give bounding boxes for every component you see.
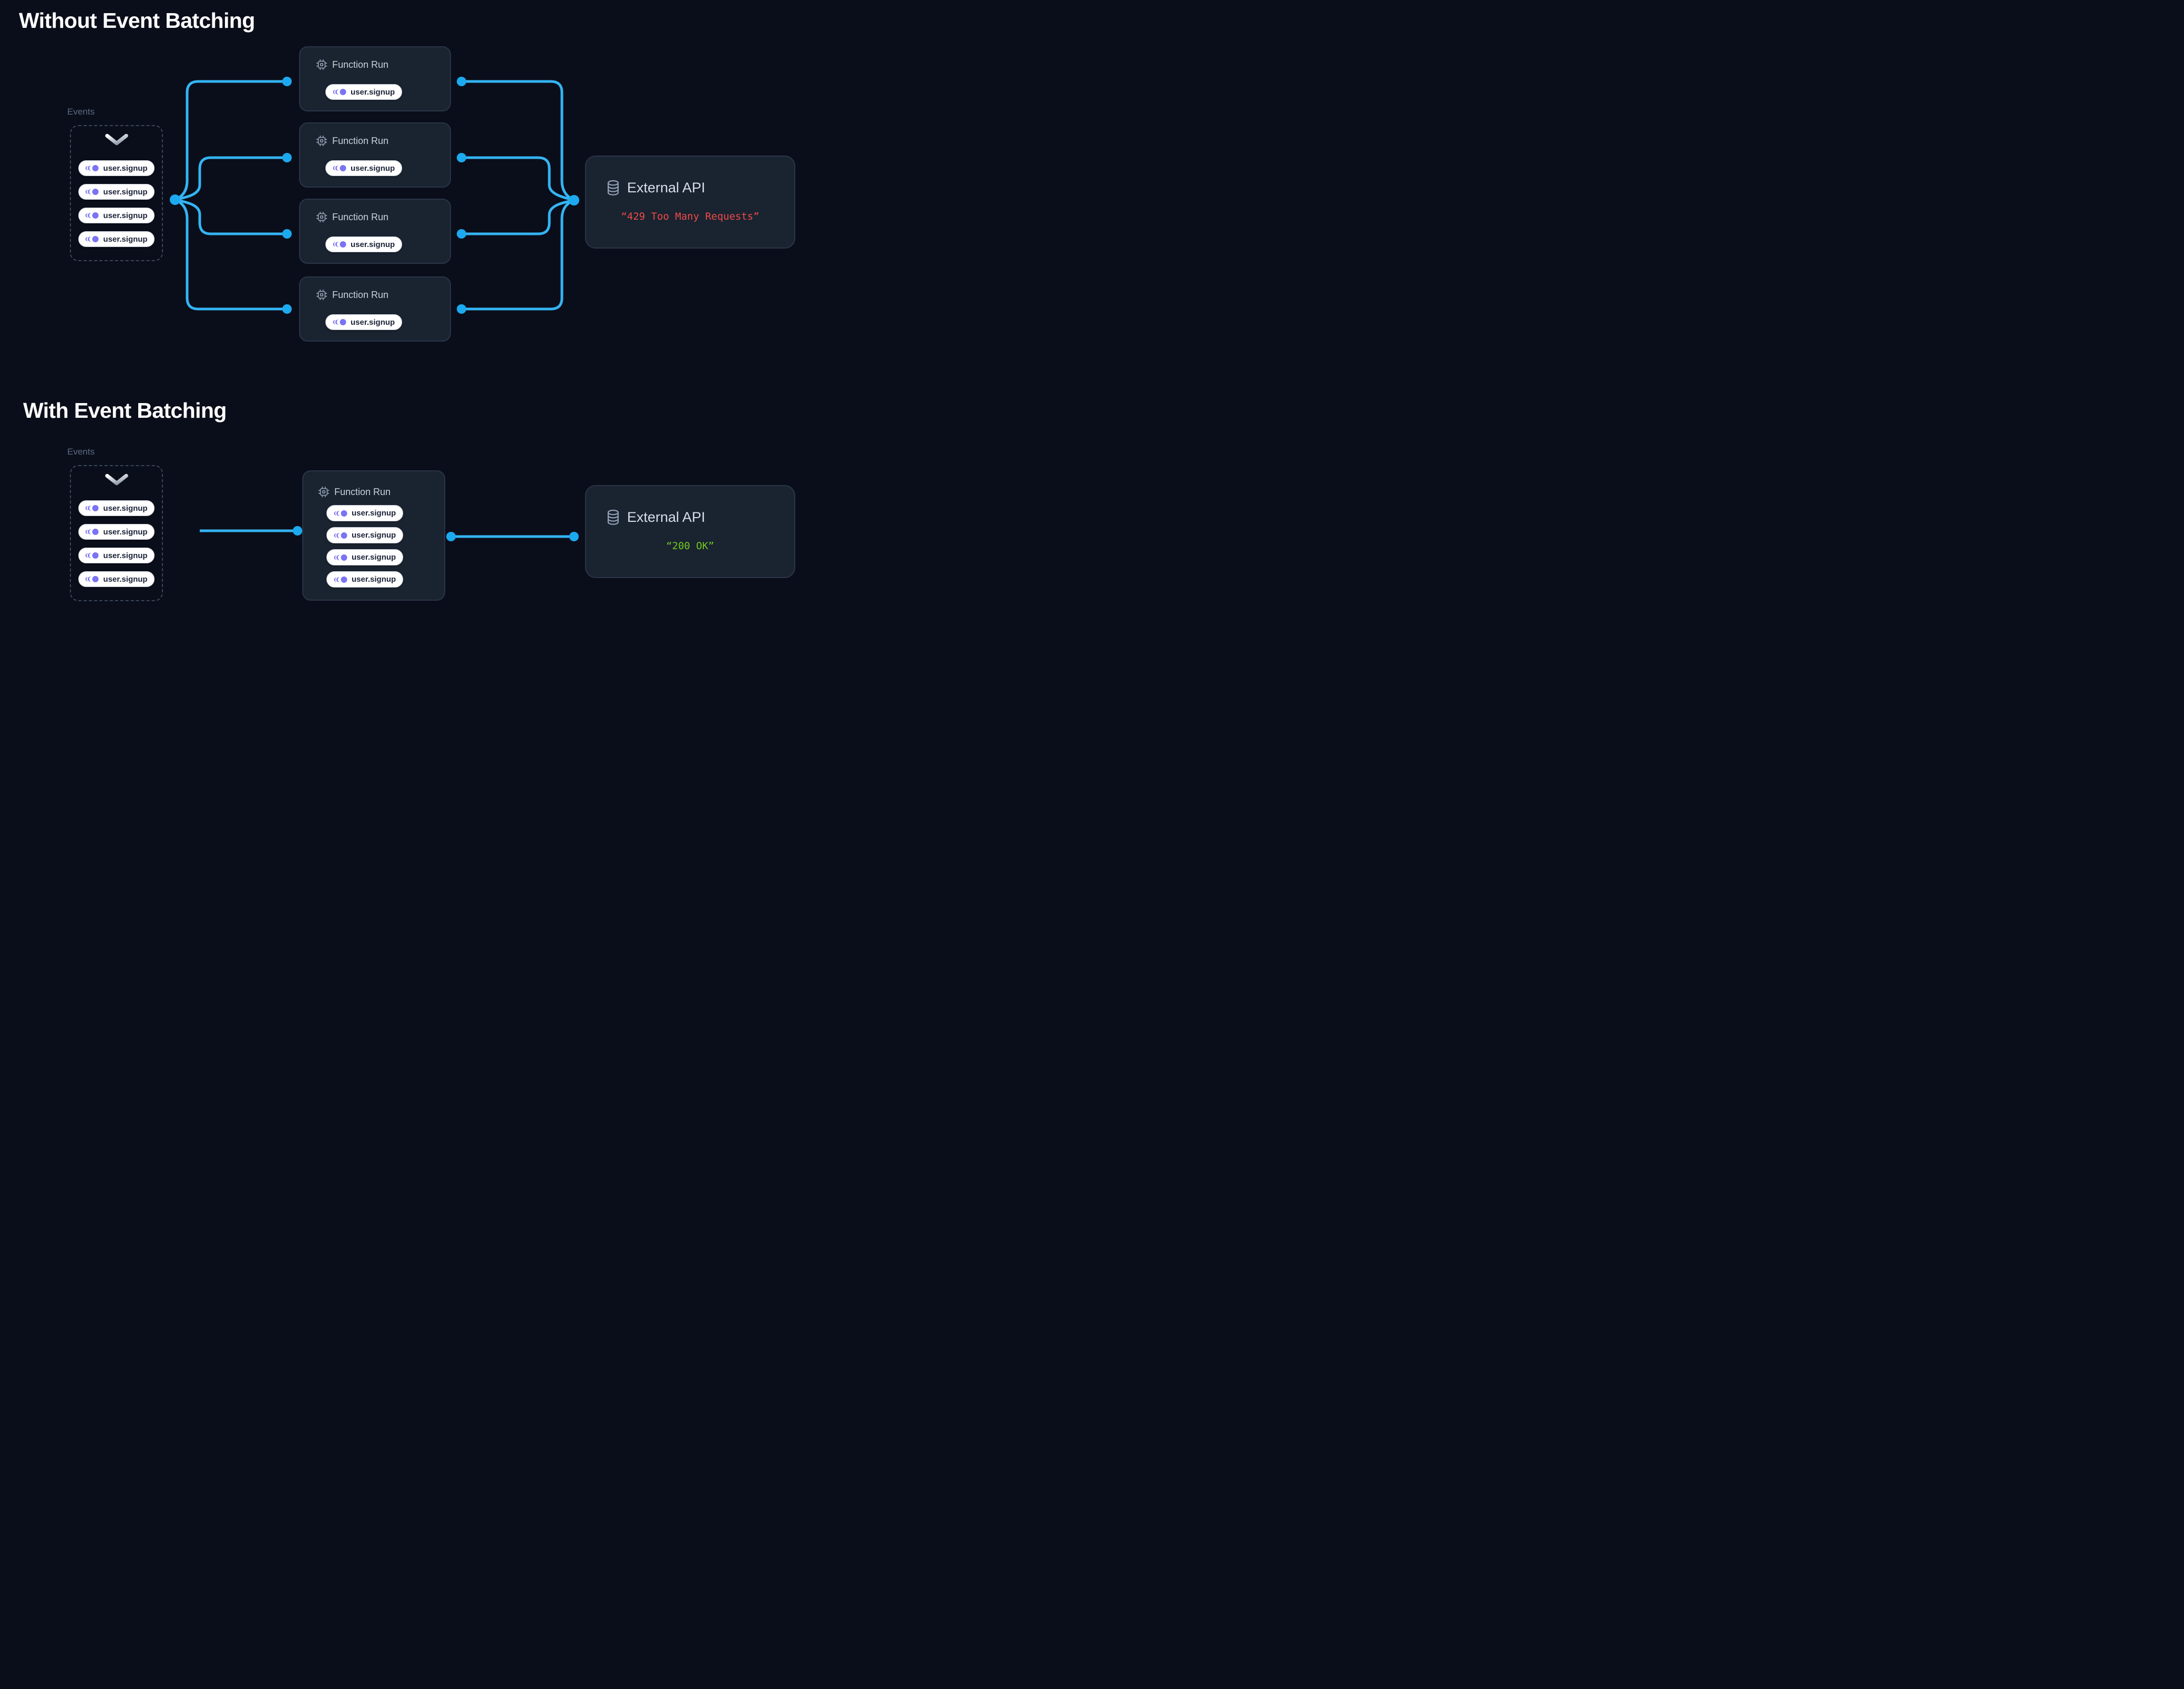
chip-icon (316, 211, 327, 223)
event-batching-diagram: Without Event Batching Events user.signu… (0, 0, 824, 637)
api-response-error: “429 Too Many Requests” (621, 211, 760, 222)
function-run-title: Function Run (332, 289, 389, 300)
external-api-title: External API (627, 509, 705, 525)
event-pill-label: user.signup (103, 551, 148, 560)
event-pill: user.signup (325, 160, 403, 176)
function-run-card: Function Run user.signup (299, 199, 451, 264)
event-pulse-icon (333, 164, 347, 172)
database-icon (606, 180, 620, 196)
event-pill-label: user.signup (351, 240, 395, 249)
events-panel: user.signup user.signup user.signup user… (70, 125, 163, 261)
section-title-with-batching: With Event Batching (23, 398, 227, 423)
event-pill: user.signup (78, 208, 155, 223)
event-pill-label: user.signup (352, 509, 396, 518)
event-pulse-icon (334, 531, 348, 540)
event-pulse-icon (85, 235, 99, 243)
event-pill-label: user.signup (351, 87, 395, 97)
function-run-card-batched: Function Run user.signup user.signup use… (302, 470, 445, 601)
event-pulse-icon (334, 509, 348, 518)
function-run-card: Function Run user.signup (299, 46, 451, 111)
event-pill: user.signup (326, 549, 404, 565)
chip-icon (316, 289, 327, 301)
function-run-title: Function Run (332, 135, 389, 146)
event-pulse-icon (85, 188, 99, 196)
event-pill: user.signup (325, 314, 403, 330)
event-pill: user.signup (326, 527, 404, 543)
event-pill-label: user.signup (352, 575, 396, 584)
event-pill-label: user.signup (352, 553, 396, 562)
event-pulse-icon (334, 575, 348, 584)
event-pulse-icon (85, 164, 99, 172)
event-pulse-icon (334, 553, 348, 562)
event-pill-label: user.signup (103, 527, 148, 537)
external-api-card: External API “429 Too Many Requests” (585, 156, 795, 249)
event-pill-label: user.signup (103, 163, 148, 173)
event-pulse-icon (85, 211, 99, 220)
fan-out-lines (174, 80, 287, 311)
event-pill-label: user.signup (351, 163, 395, 173)
event-pill: user.signup (326, 571, 404, 588)
event-pulse-icon (85, 575, 99, 583)
event-pill: user.signup (78, 548, 155, 563)
event-pulse-icon (85, 528, 99, 536)
chevron-down-icon (105, 473, 129, 487)
event-pill-label: user.signup (103, 187, 148, 197)
function-run-title: Function Run (334, 486, 391, 497)
event-pulse-icon (85, 504, 99, 512)
event-pill: user.signup (325, 236, 403, 252)
event-pill-label: user.signup (103, 211, 148, 220)
api-response-success: “200 OK” (666, 540, 714, 552)
event-pill: user.signup (78, 184, 155, 200)
section-title-without-batching: Without Event Batching (19, 8, 255, 33)
event-pulse-icon (85, 551, 99, 560)
fan-in-lines (462, 80, 575, 311)
event-pill-label: user.signup (351, 317, 395, 327)
event-pill: user.signup (78, 524, 155, 540)
function-run-card: Function Run user.signup (299, 276, 451, 342)
event-pill-label: user.signup (103, 503, 148, 513)
event-pill: user.signup (326, 505, 404, 521)
event-pill: user.signup (78, 160, 155, 176)
events-panel-label: Events (67, 107, 95, 117)
external-api-title: External API (627, 180, 705, 195)
external-api-card: External API “200 OK” (585, 485, 795, 578)
function-run-card: Function Run user.signup (299, 122, 451, 188)
function-run-title: Function Run (332, 211, 389, 222)
chevron-down-icon (105, 133, 129, 147)
event-pill: user.signup (78, 500, 155, 516)
chip-icon (316, 135, 327, 147)
chip-icon (318, 486, 330, 498)
events-panel-label: Events (67, 447, 95, 457)
event-pill: user.signup (78, 231, 155, 247)
chip-icon (316, 59, 327, 70)
event-pill: user.signup (78, 571, 155, 587)
event-pulse-icon (333, 318, 347, 326)
database-icon (606, 509, 620, 526)
event-pulse-icon (333, 88, 347, 96)
event-pulse-icon (333, 240, 347, 249)
events-panel: user.signup user.signup user.signup user… (70, 465, 163, 601)
event-pill: user.signup (325, 84, 403, 100)
event-pill-label: user.signup (352, 531, 396, 540)
event-pill-label: user.signup (103, 234, 148, 244)
function-run-title: Function Run (332, 59, 389, 70)
event-pill-label: user.signup (103, 574, 148, 584)
